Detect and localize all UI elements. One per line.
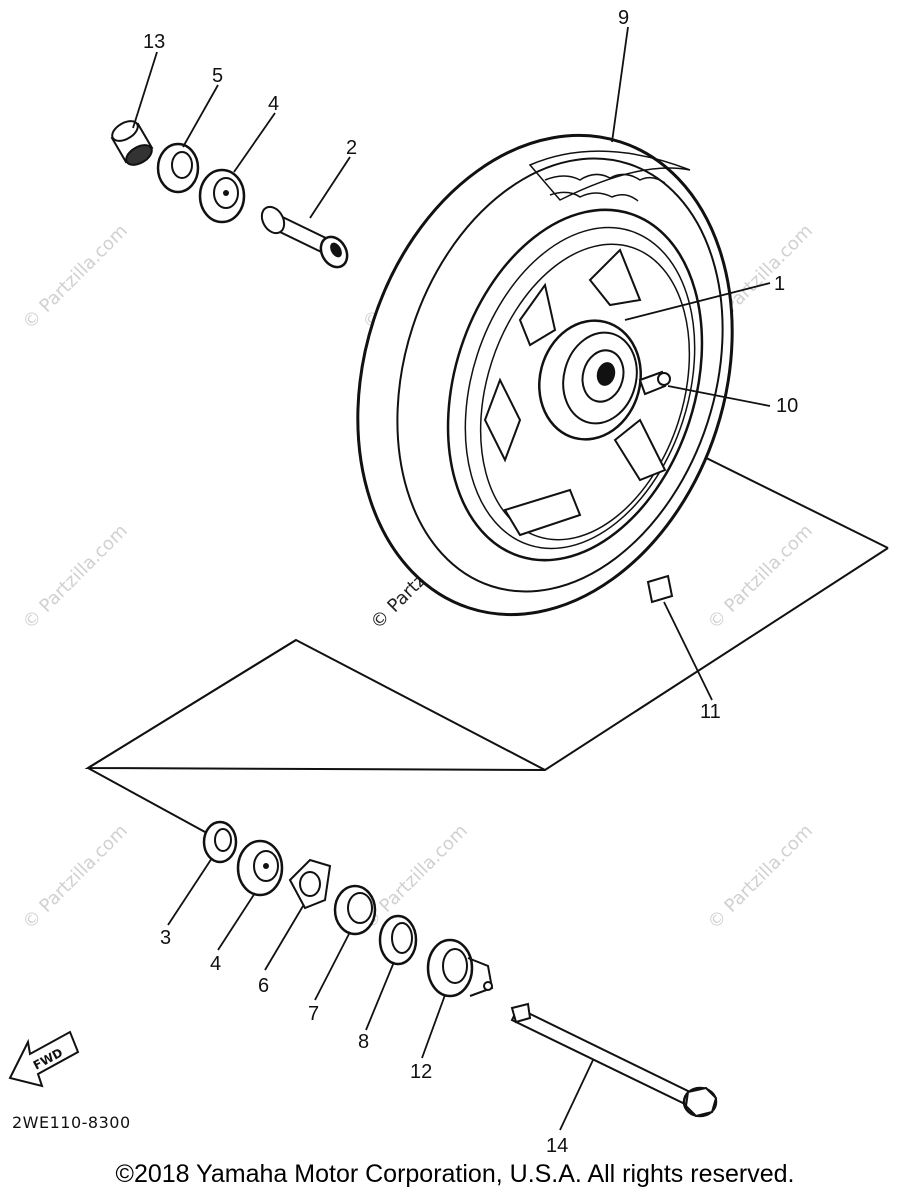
assembly-frame-edge (87, 639, 297, 769)
callout-12[interactable]: 12 (410, 1061, 432, 1083)
callout-11[interactable]: 11 (700, 701, 721, 723)
part-5-bearing[interactable] (156, 142, 200, 194)
part-6-retainer[interactable] (288, 858, 332, 910)
callout-10[interactable]: 10 (776, 395, 798, 417)
watermark-text: © Partzilla.com (704, 520, 817, 633)
leader-lines (132, 26, 771, 1131)
callout-4-upper[interactable]: 4 (268, 93, 279, 115)
callout-4-lower[interactable]: 4 (210, 953, 221, 975)
callout-13[interactable]: 13 (143, 31, 165, 53)
watermark-text: © Partzilla.com (704, 820, 817, 933)
watermark-text: © Partzilla.com (19, 820, 132, 933)
diagram-code: 2WE110-8300 (12, 1113, 131, 1132)
fwd-arrow-icon: FWD (8, 1030, 80, 1088)
part-callouts: 13 5 4 2 9 1 10 11 3 4 6 7 8 12 14 (143, 7, 798, 1157)
watermark-text: © Partzilla.com (19, 520, 132, 633)
part-3-oil-seal[interactable] (202, 820, 238, 864)
part-11-balance-weight[interactable] (646, 574, 674, 604)
part-4-bearing-upper[interactable] (198, 168, 246, 224)
assembly-frame-edge (87, 767, 206, 833)
callout-8[interactable]: 8 (358, 1031, 369, 1053)
part-7-gear[interactable] (333, 884, 377, 936)
callout-5[interactable]: 5 (212, 65, 223, 87)
callout-1[interactable]: 1 (774, 273, 785, 295)
part-14-axle[interactable] (510, 1002, 718, 1118)
callout-3[interactable]: 3 (160, 927, 171, 949)
part-12-gear-housing[interactable] (426, 938, 494, 998)
part-10-valve[interactable] (638, 370, 671, 396)
callout-2[interactable]: 2 (346, 137, 357, 159)
part-2-collar[interactable] (257, 203, 352, 272)
part-4-bearing-lower[interactable] (236, 839, 284, 897)
callout-6[interactable]: 6 (258, 975, 269, 997)
copyright-notice: ©2018 Yamaha Motor Corporation, U.S.A. A… (115, 1160, 795, 1188)
watermark-text: © Partzilla.com (359, 820, 472, 933)
callout-7[interactable]: 7 (308, 1003, 319, 1025)
part-8-oil-seal[interactable] (378, 914, 418, 966)
watermark-text: © Partzilla.com (19, 220, 132, 333)
part-13-spacer[interactable] (109, 117, 155, 169)
callout-14[interactable]: 14 (546, 1135, 568, 1157)
callout-9[interactable]: 9 (618, 7, 629, 29)
part-1-wheel-rim[interactable] (405, 177, 744, 594)
